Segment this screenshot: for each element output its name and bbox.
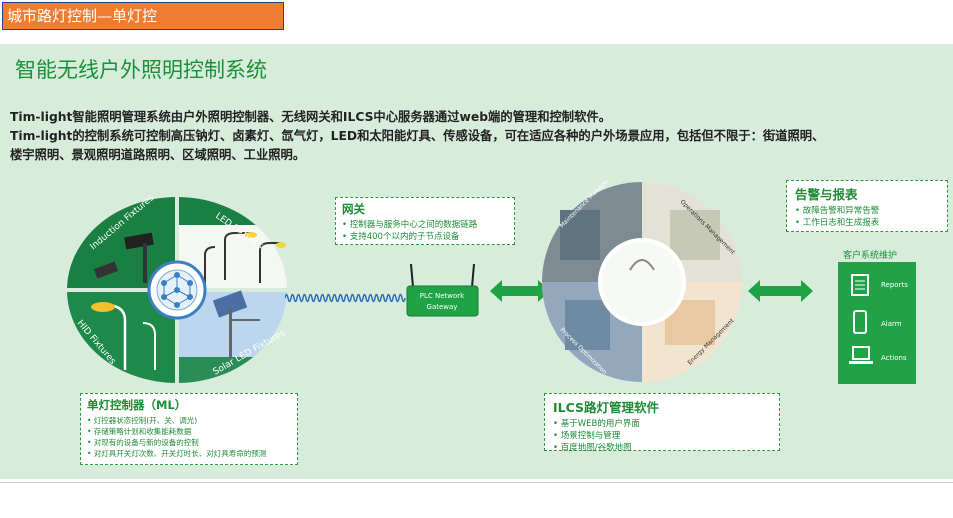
wireless-wave-line bbox=[285, 293, 406, 303]
laptop-icon bbox=[849, 346, 873, 370]
document-icon bbox=[851, 274, 869, 300]
gateway-box-item: 支持400个以内的子节点设备 bbox=[342, 231, 508, 243]
fixtures-diagram: Induction Fixtures LED Fixtures HID Fixt… bbox=[67, 195, 287, 383]
header-tab-overflow: 制 bbox=[7, 25, 16, 29]
software-box-item: 百度地图/谷歌地图 bbox=[553, 442, 771, 454]
alarm-report-box: 告警与报表 故障告警和异常告警 工作日志和生成报表 bbox=[786, 180, 948, 232]
software-info-box: ILCS路灯管理软件 基于WEB的用户界面 场景控制与管理 百度地图/谷歌地图 bbox=[544, 393, 780, 454]
divider-line bbox=[0, 482, 953, 483]
header-tab: 城市路灯控制—单灯控 制 bbox=[2, 2, 284, 30]
led-lamp-icon bbox=[204, 232, 286, 285]
software-wheel: Maintenance Management Operations Manage… bbox=[542, 180, 742, 382]
client-item-label: Actions bbox=[881, 354, 907, 362]
gateway-info-box: 网关 控制器与服务中心之间的数据链路 支持400个以内的子节点设备 bbox=[335, 197, 515, 245]
client-item-label: Alarm bbox=[881, 320, 902, 328]
gateway-device: PLC Network Gateway bbox=[406, 263, 479, 317]
antenna-right bbox=[471, 263, 475, 288]
header-tab-title: 城市路灯控制—单灯控 bbox=[7, 7, 158, 25]
solar-lamp-icon bbox=[212, 290, 260, 362]
controller-box-item: 对现有的设备与新的设备的控制 bbox=[87, 437, 291, 448]
controller-box-item: 对灯具开关灯次数、开关灯时长、对灯具寿命的预测 bbox=[87, 448, 291, 459]
description-line-1: Tim-light智能照明管理系统由户外照明控制器、无线网关和ILCS中心服务器… bbox=[10, 110, 611, 124]
client-panel-title: 客户系统维护 bbox=[842, 251, 897, 261]
controller-box-item: 存储策略计划和收集能耗数据 bbox=[87, 426, 291, 437]
gateway-box-item: 控制器与服务中心之间的数据链路 bbox=[342, 219, 508, 231]
gateway-box-title: 网关 bbox=[342, 202, 365, 216]
double-arrow-right bbox=[748, 280, 813, 302]
gateway-label-line1: PLC Network bbox=[420, 292, 465, 300]
software-box-item: 基于WEB的用户界面 bbox=[553, 418, 771, 430]
mesh-network-icon bbox=[147, 260, 207, 320]
alarm-box-title: 告警与报表 bbox=[795, 187, 858, 202]
controller-box-title: 单灯控制器（ML） bbox=[87, 398, 187, 412]
controller-info-box: 单灯控制器（ML） 灯控器状态控制(开、关、调光) 存储策略计划和收集能耗数据 … bbox=[80, 393, 298, 465]
alarm-box-item: 故障告警和异常告警 bbox=[795, 205, 939, 217]
gateway-label-line2: Gateway bbox=[427, 303, 458, 311]
description-line-2: Tim-light的控制系统可控制高压钠灯、卤素灯、氙气灯，LED和太阳能灯具、… bbox=[10, 129, 825, 143]
software-box-title: ILCS路灯管理软件 bbox=[553, 400, 660, 415]
client-panel: Reports Alarm Actions bbox=[838, 262, 916, 384]
controller-box-item: 灯控器状态控制(开、关、调光) bbox=[87, 415, 291, 426]
phone-icon bbox=[853, 310, 867, 338]
hid-lamp-icon bbox=[91, 302, 156, 370]
double-arrow-left bbox=[490, 280, 550, 302]
induction-lamp-icon bbox=[93, 232, 154, 283]
page-title: 智能无线户外照明控制系统 bbox=[15, 58, 267, 82]
alarm-box-item: 工作日志和生成报表 bbox=[795, 217, 939, 229]
software-box-item: 场景控制与管理 bbox=[553, 430, 771, 442]
description-line-3: 楼宇照明、景观照明道路照明、区域照明、工业照明。 bbox=[10, 148, 306, 162]
antenna-left bbox=[410, 263, 414, 288]
client-item-label: Reports bbox=[881, 281, 908, 289]
